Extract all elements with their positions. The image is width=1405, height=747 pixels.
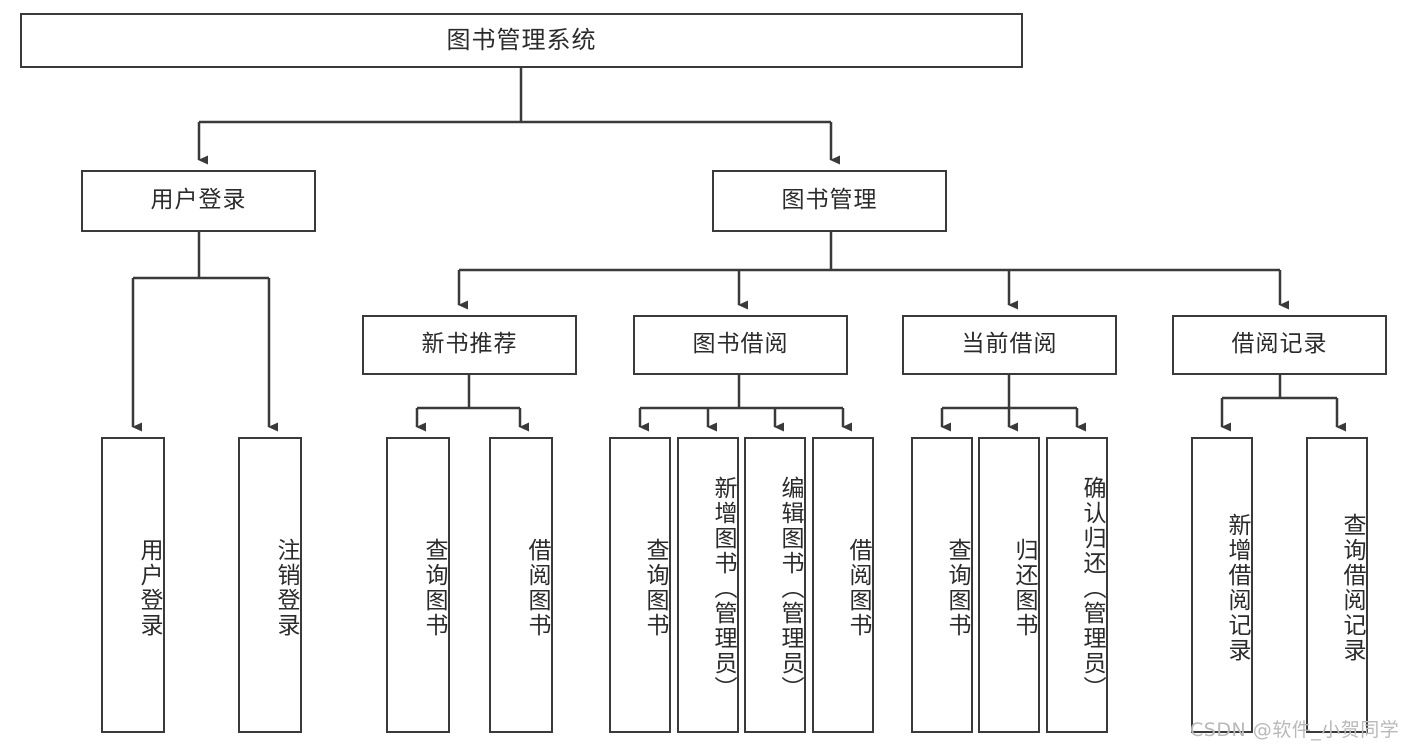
node-borrow-record[interactable]: 借阅记录 [1172,315,1387,375]
leaf-newbook-borrow-book[interactable]: 借阅图书 [489,437,553,733]
leaf-newbook-borrow-book-label: 借阅图书 [524,538,550,638]
leaf-borrow-add-book[interactable]: 新增图书（管理员） [677,437,739,733]
node-book-borrow-label: 图书借阅 [692,331,789,358]
node-book-borrow[interactable]: 图书借阅 [633,315,848,375]
csdn-watermark: CSDN @软件_小贺同学 [1190,719,1400,741]
leaf-borrow-lend-book[interactable]: 借阅图书 [812,437,874,733]
leaf-record-add[interactable]: 新增借阅记录 [1191,437,1253,733]
leaf-current-query-book-label: 查询图书 [944,538,970,638]
leaf-current-confirm-return-label: 确认归还（管理员） [1079,475,1105,701]
node-root-label: 图书管理系统 [446,26,597,55]
leaf-borrow-edit-book[interactable]: 编辑图书（管理员） [744,437,806,733]
node-new-book-recommend-label: 新书推荐 [421,331,518,358]
leaf-record-query[interactable]: 查询借阅记录 [1306,437,1368,733]
leaf-user-logout[interactable]: 注销登录 [238,437,302,733]
leaf-borrow-query-book[interactable]: 查询图书 [609,437,671,733]
leaf-borrow-query-book-label: 查询图书 [642,538,668,638]
node-borrow-record-label: 借阅记录 [1231,331,1328,358]
node-book-manage-label: 图书管理 [781,187,878,214]
leaf-current-return-book-label: 归还图书 [1011,538,1037,638]
leaf-user-login-label: 用户登录 [136,538,162,638]
leaf-current-confirm-return[interactable]: 确认归还（管理员） [1046,437,1108,733]
node-book-manage[interactable]: 图书管理 [712,170,947,232]
leaf-record-query-label: 查询借阅记录 [1339,513,1365,663]
node-current-borrow[interactable]: 当前借阅 [902,315,1117,375]
leaf-borrow-lend-book-label: 借阅图书 [845,538,871,638]
leaf-current-query-book[interactable]: 查询图书 [911,437,973,733]
node-user-login[interactable]: 用户登录 [81,170,316,232]
node-user-login-label: 用户登录 [150,187,247,214]
leaf-user-logout-label: 注销登录 [273,538,299,638]
leaf-newbook-query-book-label: 查询图书 [421,538,447,638]
leaf-record-add-label: 新增借阅记录 [1224,513,1250,663]
leaf-borrow-edit-book-label: 编辑图书（管理员） [777,475,803,701]
node-root[interactable]: 图书管理系统 [20,13,1023,68]
leaf-borrow-add-book-label: 新增图书（管理员） [710,475,736,701]
node-current-borrow-label: 当前借阅 [961,331,1058,358]
leaf-current-return-book[interactable]: 归还图书 [978,437,1040,733]
leaf-newbook-query-book[interactable]: 查询图书 [386,437,450,733]
node-new-book-recommend[interactable]: 新书推荐 [362,315,577,375]
leaf-user-login[interactable]: 用户登录 [101,437,165,733]
